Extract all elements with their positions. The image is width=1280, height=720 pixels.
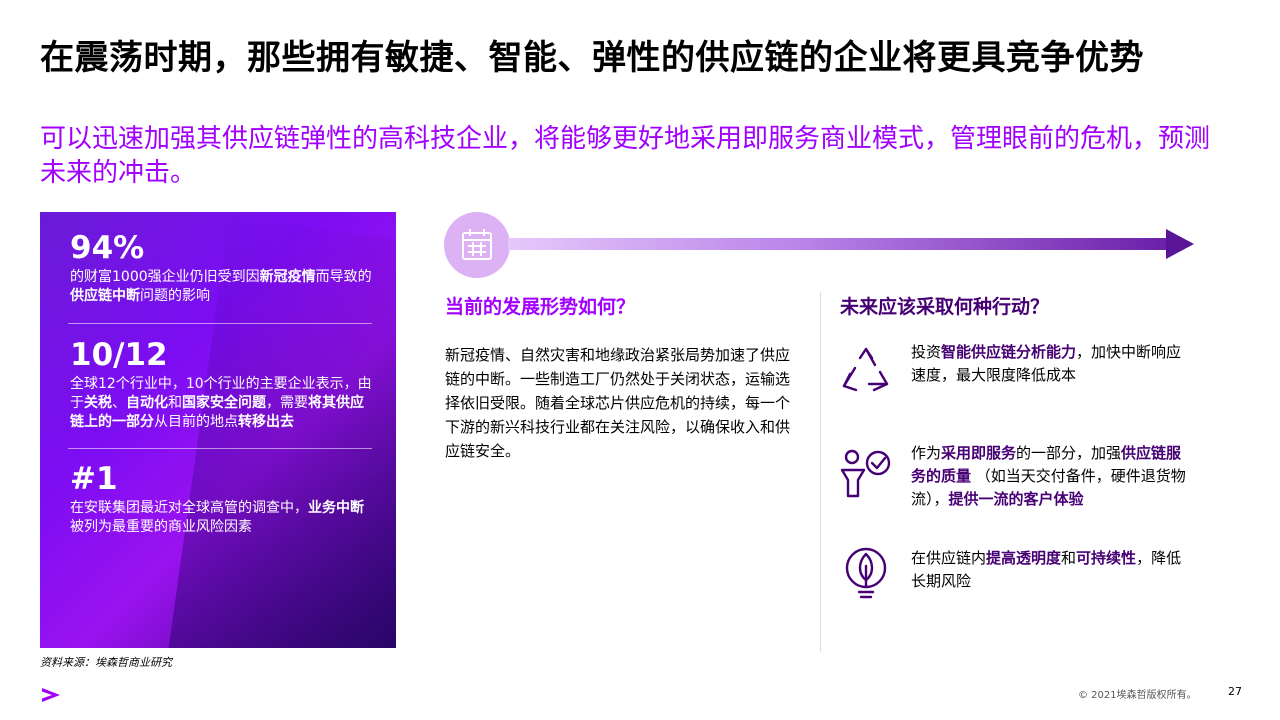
stat-description: 全球12个行业中，10个行业的主要企业表示，由于关税、自动化和国家安全问题，需要…: [70, 375, 376, 432]
page-subtitle: 可以迅速加强其供应链弹性的高科技企业，将能够更好地采用即服务商业模式，管理眼前的…: [40, 124, 1211, 188]
stats-panel: 94% 的财富1000强企业仍旧受到因新冠疫情而导致的供应链中断问题的影响 10…: [40, 212, 396, 648]
action-text-1: 投资智能供应链分析能力，加快中断响应速度，最大限度降低成本: [911, 341, 1195, 387]
highlight-text: 自动化: [126, 395, 168, 411]
future-heading: 未来应该采取何种行动？: [840, 296, 1050, 318]
body-text: 投资: [911, 343, 942, 361]
accenture-logo-icon: [42, 688, 60, 702]
stat-block-1: 94% 的财富1000强企业仍旧受到因新冠疫情而导致的供应链中断问题的影响: [70, 230, 376, 306]
body-text: 作为: [911, 444, 942, 462]
body-text: 问题的影响: [140, 288, 210, 304]
highlight-text: 将其供应链上的一部分: [70, 395, 364, 430]
current-heading: 当前的发展形势如何？: [445, 296, 636, 318]
body-text: 、: [112, 395, 126, 411]
highlight-text: 提供一流的客户体验: [948, 490, 1084, 508]
body-text: 和: [168, 395, 182, 411]
highlight-text: 转移出去: [238, 414, 294, 430]
body-text: 在供应链内: [911, 549, 987, 567]
body-text: 全球12个行业中，10个行业的主要企业表示，由于: [70, 376, 372, 411]
leaf-bulb-icon: [845, 547, 887, 599]
body-text: ，加快中断响应速度，最大限度降低成本: [911, 343, 1182, 384]
highlight-text: 采用即服务: [941, 444, 1017, 462]
highlight-text: 供应链中断: [70, 288, 140, 304]
highlight-text: 国家安全问题: [182, 395, 266, 411]
highlight-text: 新冠疫情: [259, 269, 316, 285]
stat-number: 10/12: [70, 337, 168, 373]
body-text: 的财富1000强企业仍旧受到因: [70, 269, 260, 285]
source-note: 资料来源：埃森哲商业研究: [40, 656, 172, 669]
highlight-text: 可持续性: [1076, 549, 1137, 567]
body-text: （如当天交付备件，硬件退货物流），: [911, 467, 1186, 508]
stat-divider: [68, 323, 372, 324]
stat-number: 94%: [70, 230, 145, 266]
highlight-text: 供应链服务的质量: [911, 444, 1182, 485]
stat-divider: [68, 448, 372, 449]
page-title: 在震荡时期，那些拥有敏捷、智能、弹性的供应链的企业将更具竞争优势: [40, 38, 1144, 78]
timeline-badge: [444, 212, 510, 278]
recycle-arrows-icon: [842, 347, 889, 392]
body-text: 的一部分，加强: [1016, 444, 1122, 462]
person-check-icon: [840, 449, 891, 498]
body-text: 而导致的: [315, 269, 372, 285]
highlight-text: 智能供应链分析能力: [941, 343, 1077, 361]
body-text: ，降低长期风险: [911, 549, 1182, 590]
column-divider: [820, 292, 821, 652]
page-number: 27: [1228, 685, 1242, 698]
stat-block-2: 10/12 全球12个行业中，10个行业的主要企业表示，由于关税、自动化和国家安…: [70, 337, 376, 432]
stat-number: #1: [70, 461, 118, 497]
current-body: 新冠疫情、自然灾害和地缘政治紧张局势加速了供应链的中断。一些制造工厂仍然处于关闭…: [445, 346, 791, 460]
body-text: 在安联集团最近对全球高管的调查中，: [70, 500, 308, 516]
copyright-text: © 2021埃森哲版权所有。: [1078, 690, 1197, 701]
timeline-arrow-bar: [508, 238, 1172, 250]
body-text: 被列为最重要的商业风险因素: [70, 519, 252, 535]
body-text: 从目前的地点: [154, 414, 238, 430]
stat-block-3: #1 在安联集团最近对全球高管的调查中，业务中断被列为最重要的商业风险因素: [70, 461, 376, 537]
highlight-text: 业务中断: [308, 500, 364, 516]
body-text: 和: [1061, 549, 1077, 567]
timeline-arrow-head: [1166, 229, 1194, 259]
body-text: ，需要: [266, 395, 308, 411]
stat-description: 的财富1000强企业仍旧受到因新冠疫情而导致的供应链中断问题的影响: [70, 268, 376, 306]
stat-description: 在安联集团最近对全球高管的调查中，业务中断被列为最重要的商业风险因素: [70, 499, 376, 537]
calendar-icon: [462, 229, 492, 260]
highlight-text: 关税: [84, 395, 112, 411]
highlight-text: 提高透明度: [986, 549, 1062, 567]
action-text-2: 作为采用即服务的一部分，加强供应链服务的质量 （如当天交付备件，硬件退货物流），…: [911, 442, 1195, 511]
action-text-3: 在供应链内提高透明度和可持续性，降低长期风险: [911, 547, 1195, 593]
